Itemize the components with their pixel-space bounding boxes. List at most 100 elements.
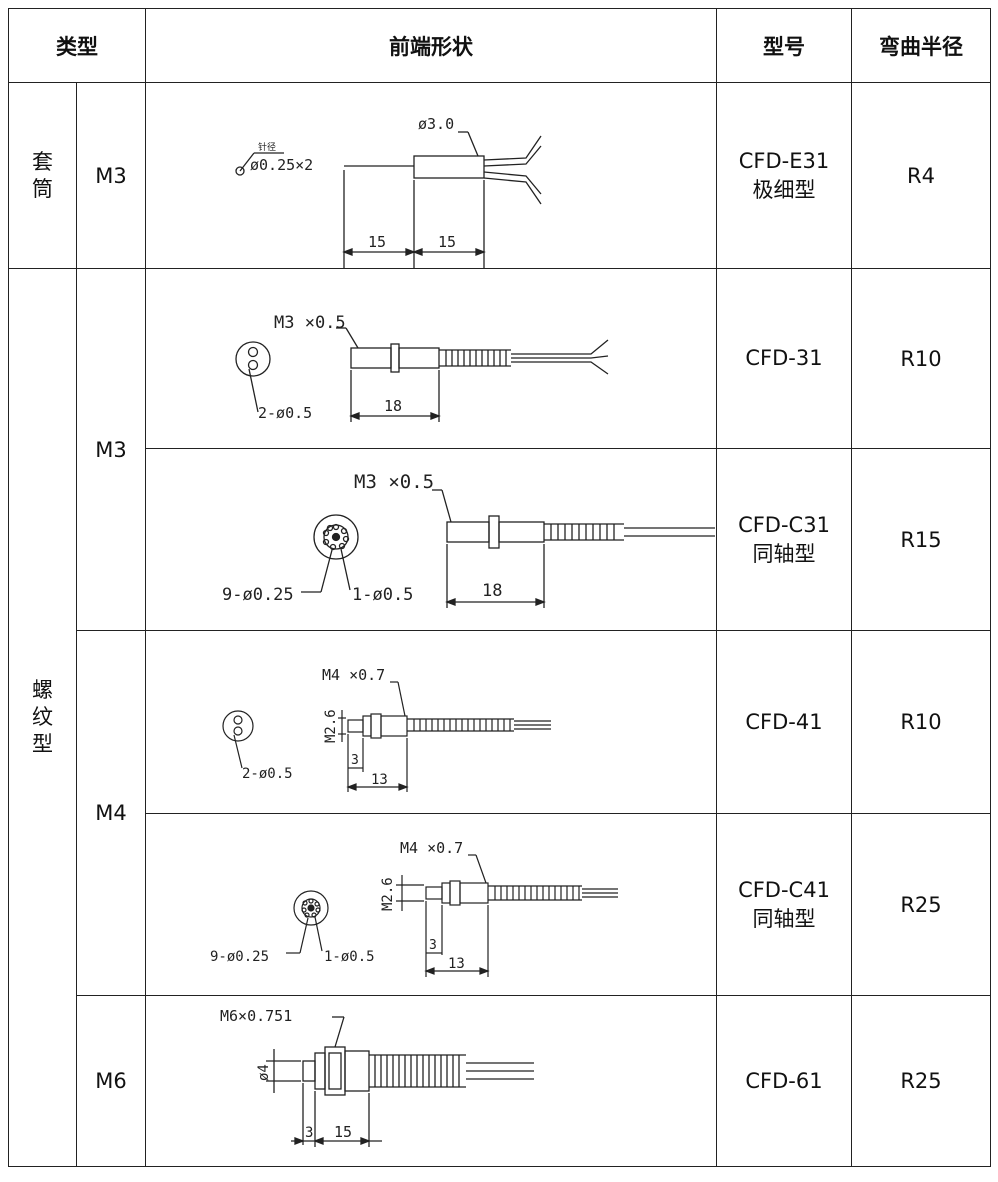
model-subtype: 极细型 bbox=[752, 177, 816, 202]
drawing-cfd-c31: M3 ×0.5 9-ø0.25 1-ø0.5 18 bbox=[145, 448, 717, 631]
table-row: M6 bbox=[9, 995, 991, 1167]
model-name: CFD-41 bbox=[745, 709, 823, 734]
spring-coil bbox=[488, 884, 582, 901]
spring-coil bbox=[544, 522, 624, 541]
length-label: 18 bbox=[482, 581, 502, 601]
size-cell: M6 bbox=[76, 995, 146, 1167]
drawing-svg: M4 ×0.7 M2.6 2-ø0.5 3 13 bbox=[222, 666, 551, 792]
length-label: 13 bbox=[448, 956, 465, 972]
diameter-label: M2.6 bbox=[380, 877, 396, 911]
table-row: 螺纹型 M3 bbox=[8, 268, 991, 1167]
model-cell: CFD-41 bbox=[716, 630, 852, 814]
length-label: 13 bbox=[371, 772, 388, 788]
bend-radius: R25 bbox=[900, 1069, 942, 1093]
drawing-svg: M4 ×0.7 M2.6 9-ø0.25 1-ø0.5 3 13 bbox=[210, 839, 618, 977]
end-view-icon bbox=[222, 709, 254, 742]
group-sleeve-label: 套筒 bbox=[32, 149, 53, 201]
radius-cell: R4 bbox=[851, 82, 991, 269]
group-thread: 螺纹型 bbox=[8, 268, 77, 1167]
bend-radius: R10 bbox=[900, 346, 942, 371]
thread-label: M3 ×0.5 bbox=[354, 471, 434, 493]
small-length-label: 3 bbox=[429, 938, 437, 953]
inner-hole-label: 1-ø0.5 bbox=[324, 949, 375, 965]
bend-radius: R15 bbox=[900, 527, 942, 552]
header-bend-radius: 弯曲半径 bbox=[851, 8, 991, 83]
model-name: CFD-C41 bbox=[738, 877, 830, 902]
spring-coil bbox=[407, 717, 514, 732]
thread-label: M6×0.751 bbox=[220, 1007, 292, 1025]
model-name: CFD-61 bbox=[745, 1068, 823, 1093]
size-label: M4 bbox=[95, 801, 127, 825]
model-cell: CFD-C31 同轴型 bbox=[716, 448, 852, 631]
size-label: M6 bbox=[95, 1069, 127, 1093]
length-label: 15 bbox=[334, 1123, 352, 1141]
drawing-cfd-c41: M4 ×0.7 M2.6 9-ø0.25 1-ø0.5 3 13 bbox=[145, 813, 717, 996]
table-row: 套筒 M3 bbox=[8, 82, 991, 269]
fiber-end-icon bbox=[235, 165, 245, 176]
model-subtype: 同轴型 bbox=[752, 906, 816, 931]
header-front-shape: 前端形状 bbox=[145, 8, 717, 83]
model-name: CFD-C31 bbox=[738, 512, 830, 537]
model-name: CFD-E31 bbox=[738, 148, 830, 173]
size-label: M3 bbox=[95, 437, 127, 462]
drawing-svg: M6×0.751 ø4 3 15 bbox=[220, 1007, 534, 1147]
model-name: CFD-31 bbox=[745, 346, 823, 370]
note-label: 针径 bbox=[258, 141, 276, 153]
length-label-2: 15 bbox=[438, 233, 456, 251]
length-label: 18 bbox=[384, 397, 402, 415]
size-cell: M4 bbox=[76, 630, 146, 996]
group-sleeve: 套筒 bbox=[8, 82, 77, 269]
radius-cell: R25 bbox=[851, 813, 991, 996]
header-model: 型号 bbox=[716, 8, 852, 83]
radius-cell: R15 bbox=[851, 448, 991, 631]
size-label: M3 bbox=[95, 163, 127, 188]
spring-coil bbox=[439, 348, 511, 367]
drawing-svg: M3 ×0.5 9-ø0.25 1-ø0.5 18 bbox=[222, 471, 715, 608]
thread-label: M3 ×0.5 bbox=[274, 313, 346, 333]
drawing-cfd-61: M6×0.751 ø4 3 15 bbox=[145, 995, 717, 1167]
bend-radius: R25 bbox=[900, 892, 942, 917]
header-row: 类型 前端形状 型号 弯曲半径 bbox=[8, 8, 991, 83]
length-label-1: 15 bbox=[368, 233, 386, 251]
model-cell: CFD-E31 极细型 bbox=[716, 82, 852, 269]
thread-label: M4 ×0.7 bbox=[322, 666, 385, 684]
drawing-svg: 针径 ø0.25×2 ø3.0 15 15 bbox=[235, 115, 542, 268]
holes-label: 2-ø0.5 bbox=[258, 404, 312, 422]
spec-table: 类型 前端形状 型号 弯曲半径 套筒 M3 bbox=[8, 8, 991, 1167]
diameter-label: M2.6 bbox=[323, 709, 339, 743]
fiber-label: ø0.25×2 bbox=[250, 156, 313, 174]
thread-label: M4 ×0.7 bbox=[400, 839, 463, 857]
diameter-label: ø3.0 bbox=[418, 115, 454, 133]
group-thread-label: 螺纹型 bbox=[32, 678, 53, 756]
end-view-icon bbox=[313, 513, 359, 560]
model-cell: CFD-C41 同轴型 bbox=[716, 813, 852, 996]
drawing-cfd-31: M3 ×0.5 2-ø0.5 18 bbox=[145, 268, 717, 449]
diameter-label: ø4 bbox=[256, 1064, 272, 1081]
end-view-icon bbox=[293, 889, 329, 926]
size-cell: M3 bbox=[76, 82, 146, 269]
inner-hole-label: 1-ø0.5 bbox=[352, 585, 413, 605]
model-cell: CFD-31 bbox=[716, 268, 852, 449]
radius-cell: R10 bbox=[851, 268, 991, 449]
header-type: 类型 bbox=[8, 8, 146, 83]
outer-holes-label: 9-ø0.25 bbox=[222, 585, 294, 605]
small-length-label: 3 bbox=[351, 753, 359, 768]
end-view-icon bbox=[235, 340, 271, 377]
size-cell: M3 bbox=[76, 268, 146, 631]
bend-radius: R4 bbox=[907, 163, 935, 188]
model-cell: CFD-61 bbox=[716, 995, 852, 1167]
table-row: M3 ×0.5 9-ø0.25 1-ø0.5 18 CFD-C31 同轴型 R1… bbox=[9, 448, 991, 631]
spring-coil bbox=[369, 1053, 466, 1088]
bend-radius: R10 bbox=[900, 710, 942, 734]
small-length-label: 3 bbox=[305, 1125, 313, 1141]
table-row: M4 ×0.7 M2.6 9-ø0.25 1-ø0.5 3 13 CFD-C41… bbox=[9, 813, 991, 996]
table-row: M4 bbox=[9, 630, 991, 996]
model-subtype: 同轴型 bbox=[752, 541, 816, 566]
outer-holes-label: 9-ø0.25 bbox=[210, 949, 269, 965]
holes-label: 2-ø0.5 bbox=[242, 766, 293, 782]
radius-cell: R10 bbox=[851, 630, 991, 814]
drawing-cfd-e31: 针径 ø0.25×2 ø3.0 15 15 bbox=[145, 82, 717, 269]
drawing-svg: M3 ×0.5 2-ø0.5 18 bbox=[235, 313, 609, 422]
drawing-cfd-41: M4 ×0.7 M2.6 2-ø0.5 3 13 bbox=[145, 630, 717, 814]
radius-cell: R25 bbox=[851, 995, 991, 1167]
